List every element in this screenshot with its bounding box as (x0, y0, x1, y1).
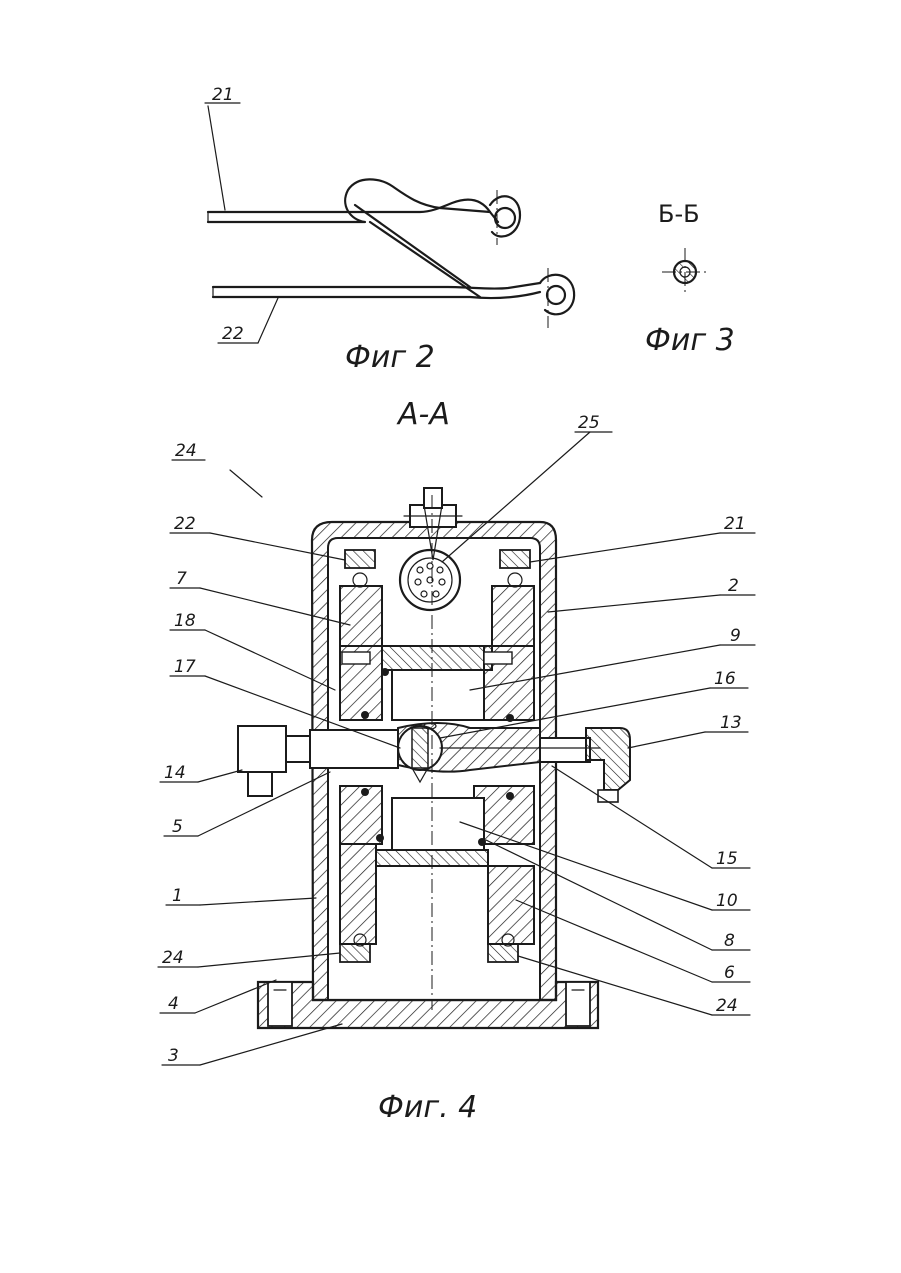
label-10: 10 (716, 891, 738, 911)
wire-22 (213, 205, 574, 328)
label-24-left: 24 (162, 948, 184, 968)
label-9: 9 (730, 626, 741, 646)
label-5: 5 (172, 817, 183, 837)
leader-21: 21 (205, 85, 240, 210)
label-13: 13 (720, 713, 742, 733)
fig3-section-title: Б-Б (658, 200, 700, 228)
wire-cross-section (662, 248, 708, 296)
label-24-top: 24 (175, 441, 197, 461)
fig4-section-title: А-А (396, 397, 450, 432)
fig2-caption: Фиг 2 (345, 340, 435, 375)
label-1: 1 (172, 886, 183, 906)
label-15: 15 (716, 849, 738, 869)
label-3: 3 (168, 1046, 179, 1066)
label-8: 8 (724, 931, 735, 951)
fig4-caption: Фиг. 4 (378, 1090, 477, 1125)
label-24-right: 24 (716, 996, 738, 1016)
label-2: 2 (728, 576, 739, 596)
label-25: 25 (578, 413, 600, 433)
figure-4: А-А (158, 397, 755, 1125)
fig3-caption: Фиг 3 (645, 323, 735, 358)
label-21-fig4: 21 (724, 514, 746, 534)
label-17: 17 (174, 657, 196, 677)
label-21: 21 (212, 85, 234, 105)
figure-2: 21 22 Фиг 2 (205, 85, 574, 375)
label-4: 4 (168, 994, 179, 1014)
figure-3: Б-Б Фиг 3 (645, 200, 735, 358)
label-16: 16 (714, 669, 736, 689)
label-7: 7 (176, 569, 187, 589)
label-22-fig4: 22 (174, 514, 196, 534)
label-6: 6 (724, 963, 735, 983)
leader-22: 22 (218, 298, 278, 344)
label-22: 22 (222, 324, 244, 344)
label-14: 14 (164, 763, 186, 783)
label-18: 18 (174, 611, 196, 631)
